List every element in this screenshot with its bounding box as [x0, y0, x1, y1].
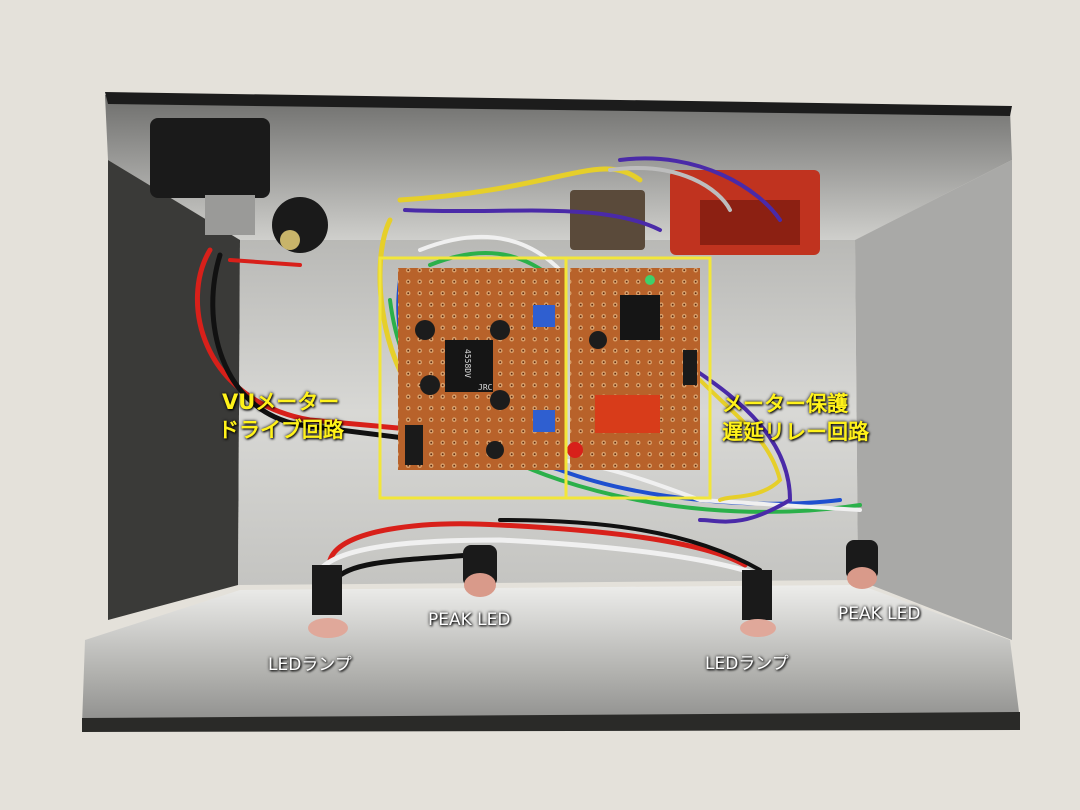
capacitor	[589, 331, 607, 349]
label-meter-protection-line2: 遅延リレー回路	[722, 420, 869, 444]
led-lamp-right	[740, 619, 776, 637]
terminal-block	[570, 190, 645, 250]
label-led-lamp-left: LEDランプ	[268, 655, 352, 675]
chassis-left-wall	[108, 160, 240, 620]
label-vu-driver-line2: ドライブ回路	[218, 418, 344, 442]
dc-jack	[272, 197, 328, 253]
label-peak-led-right: PEAK LED	[838, 604, 921, 624]
led-lamp-left	[308, 618, 348, 638]
power-switch	[150, 118, 270, 198]
label-vu-driver: VUメーター ドライブ回路	[218, 388, 344, 444]
peak-led-right	[847, 567, 877, 589]
trimmer-pot	[533, 410, 555, 432]
ic-left-marking: 4558DV	[463, 349, 472, 378]
capacitor	[415, 320, 435, 340]
label-led-lamp-right: LEDランプ	[705, 654, 789, 674]
led-lamp-right-legs	[742, 570, 772, 620]
label-peak-led-left: PEAK LED	[428, 610, 511, 630]
dc-jack-center	[280, 230, 300, 250]
chassis-right-wall	[855, 160, 1012, 640]
capacitor	[486, 441, 504, 459]
connector-header	[405, 425, 423, 465]
label-meter-protection-line1: メーター保護	[722, 392, 848, 416]
ic-right	[620, 295, 660, 340]
led-lamp-left-legs	[312, 565, 342, 615]
ic-left	[445, 340, 493, 392]
ic-left-maker: JRC	[478, 383, 493, 392]
connector-header	[683, 350, 697, 385]
switch-bracket	[205, 195, 255, 235]
capacitor	[490, 320, 510, 340]
relay	[595, 395, 660, 433]
capacitor	[490, 390, 510, 410]
highlight-box-relay	[564, 256, 712, 500]
peak-led-left	[464, 573, 496, 597]
red-connector-face	[700, 200, 800, 245]
front-panel-edge	[82, 712, 1020, 732]
chassis-top-lip	[105, 92, 1012, 116]
label-meter-protection: メーター保護 遅延リレー回路	[722, 390, 869, 446]
status-led	[645, 275, 655, 285]
label-vu-driver-line1: VUメーター	[222, 390, 340, 414]
capacitor	[420, 375, 440, 395]
trimmer-pot	[533, 305, 555, 327]
capacitor	[567, 442, 583, 458]
